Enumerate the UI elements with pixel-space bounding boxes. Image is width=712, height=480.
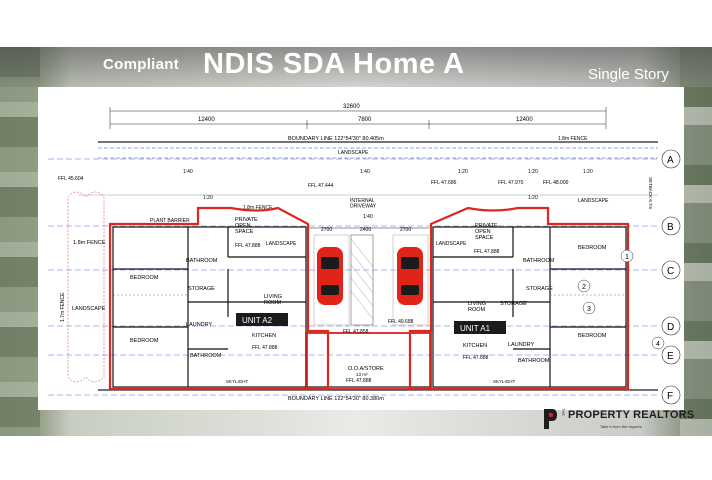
dim-left: 12400: [198, 117, 215, 123]
slope-6: 1:20: [203, 195, 213, 201]
fence-top-right: 1.8m FENCE: [558, 136, 588, 142]
car-left-icon: [317, 247, 343, 305]
store-label: O.O.A/STORE: [348, 366, 384, 372]
store-area: 13 m²: [356, 372, 368, 377]
laundry-a1: LAUNDRY: [508, 342, 535, 348]
slope-7: 1:20: [528, 195, 538, 201]
bedroom-a1-top: BEDROOM: [578, 245, 607, 251]
landscape-top: LANDSCAPE: [338, 150, 369, 156]
kitchen-a1: KITCHEN: [463, 343, 487, 349]
bathroom-a2-bottom: BATHROOM: [190, 353, 222, 359]
grid-row-d: D: [667, 322, 674, 333]
fence-left-mid: 1.8m FENCE: [243, 205, 273, 211]
ffl-store-left: FFL 47.858: [343, 329, 369, 335]
unit-a1-label: UNIT A1: [460, 324, 491, 333]
title-bar: Compliant NDIS SDA Home A Single Story: [0, 47, 712, 87]
boundary-top-label: BOUNDARY LINE 122°54'30" 80.405m: [288, 136, 384, 142]
floor-plan: 32600 12400 7800 12400 BOUNDARY LINE 122…: [38, 87, 684, 410]
grid-col-4: 4: [656, 341, 660, 348]
unit-a2-label: UNIT A2: [242, 316, 273, 325]
ffl-right1: FFL 47.970: [498, 180, 524, 186]
dim-drive-left: 2700: [321, 227, 332, 233]
bathroom-a1-top: BATHROOM: [523, 258, 555, 264]
brand-name: PROPERTY REALTORS: [568, 409, 695, 421]
dim-drive-mid: 2400: [360, 227, 371, 233]
brand-logo: THE PROPERTY REALTORS Take it from the e…: [542, 405, 694, 435]
ffl-pos-a2: FFL 47.888: [235, 243, 261, 249]
landscape-a2: LANDSCAPE: [266, 241, 297, 247]
slope-1: 1:40: [183, 169, 193, 175]
grid-row-e: E: [667, 351, 674, 362]
ffl-store-right: FFL 49.688: [388, 319, 414, 325]
aerial-photo-left: [0, 47, 40, 436]
slope-5: 1:20: [583, 169, 593, 175]
aerial-photo-right: [680, 47, 712, 436]
landscape-right-top: LANDSCAPE: [578, 198, 609, 204]
plant-barrier: PLANT BARRIER: [150, 218, 190, 224]
brand-tagline: Take it from the experts: [600, 424, 642, 429]
grid-row-a: A: [667, 155, 674, 166]
ffl-kitchen-a2: FFL 47.888: [252, 345, 278, 351]
grid-col-1: 1: [625, 254, 629, 261]
grid-col-2: 2: [582, 284, 586, 291]
laundry-a2: LAUNDRY: [186, 322, 213, 328]
slope-4: 1:20: [528, 169, 538, 175]
grid-row-c: C: [667, 266, 674, 277]
fence-left-vertical: 1.7m FENCE: [60, 292, 66, 322]
kitchen-a2: KITCHEN: [252, 333, 276, 339]
driveway-slope: 1:40: [363, 214, 373, 220]
store-outline: [306, 332, 432, 390]
storage-a1: STORAGE: [500, 301, 527, 307]
ffl-store: FFL 47.888: [346, 378, 372, 384]
dim-right: 12400: [516, 117, 533, 123]
grid-row-b: B: [667, 222, 674, 233]
ffl-kitchen-a1: FFL 47.888: [463, 355, 489, 361]
boundary-bottom-label: BOUNDARY LINE 122°54'30" 80.380m: [288, 396, 384, 402]
unit-a2-outline: [108, 206, 330, 391]
car-right-icon: [397, 247, 423, 305]
storage-a1-top: STORAGE: [526, 286, 553, 292]
storage-a2: STORAGE: [188, 286, 215, 292]
brand-the: THE: [561, 408, 566, 416]
ffl-pos-a1: FFL 47.888: [474, 249, 500, 255]
landscape-a1: LANDSCAPE: [436, 241, 467, 247]
slope-2: 1:40: [360, 169, 370, 175]
bedroom-a2-top: BEDROOM: [130, 275, 159, 281]
dim-drive-right: 2700: [400, 227, 411, 233]
unit-a1-outline: [408, 206, 630, 391]
fence-left-1: 1.8m FENCE: [73, 240, 106, 246]
grid-col-3: 3: [587, 306, 591, 313]
setback-label: SETBACK 8.7m: [648, 177, 653, 210]
ffl-left-top: FFL 45.604: [58, 176, 84, 182]
dim-middle: 7800: [358, 117, 372, 123]
compliant-label: Compliant: [103, 56, 180, 73]
skylight-left: SKYLIGHT: [226, 379, 249, 384]
page-title: NDIS SDA Home A: [203, 48, 465, 80]
bedroom-a2-bottom: BEDROOM: [130, 338, 159, 344]
brand-mark-icon: [544, 409, 557, 429]
bedroom-a1-bottom: BEDROOM: [578, 333, 607, 339]
slope-3: 1:20: [458, 169, 468, 175]
skylight-right: SKYLIGHT: [493, 379, 516, 384]
story-label: Single Story: [588, 66, 669, 83]
ffl-right2: FFL 48.000: [543, 180, 569, 186]
ffl-bol: FFL 47.444: [308, 183, 334, 189]
landscape-left: LANDSCAPE: [72, 306, 106, 312]
ffl-mid: FFL 47.686: [431, 180, 457, 186]
grid-row-f: F: [667, 391, 673, 402]
bathroom-a1-bottom: BATHROOM: [518, 358, 550, 364]
bathroom-a2-top: BATHROOM: [186, 258, 218, 264]
dim-total: 32600: [343, 104, 360, 110]
